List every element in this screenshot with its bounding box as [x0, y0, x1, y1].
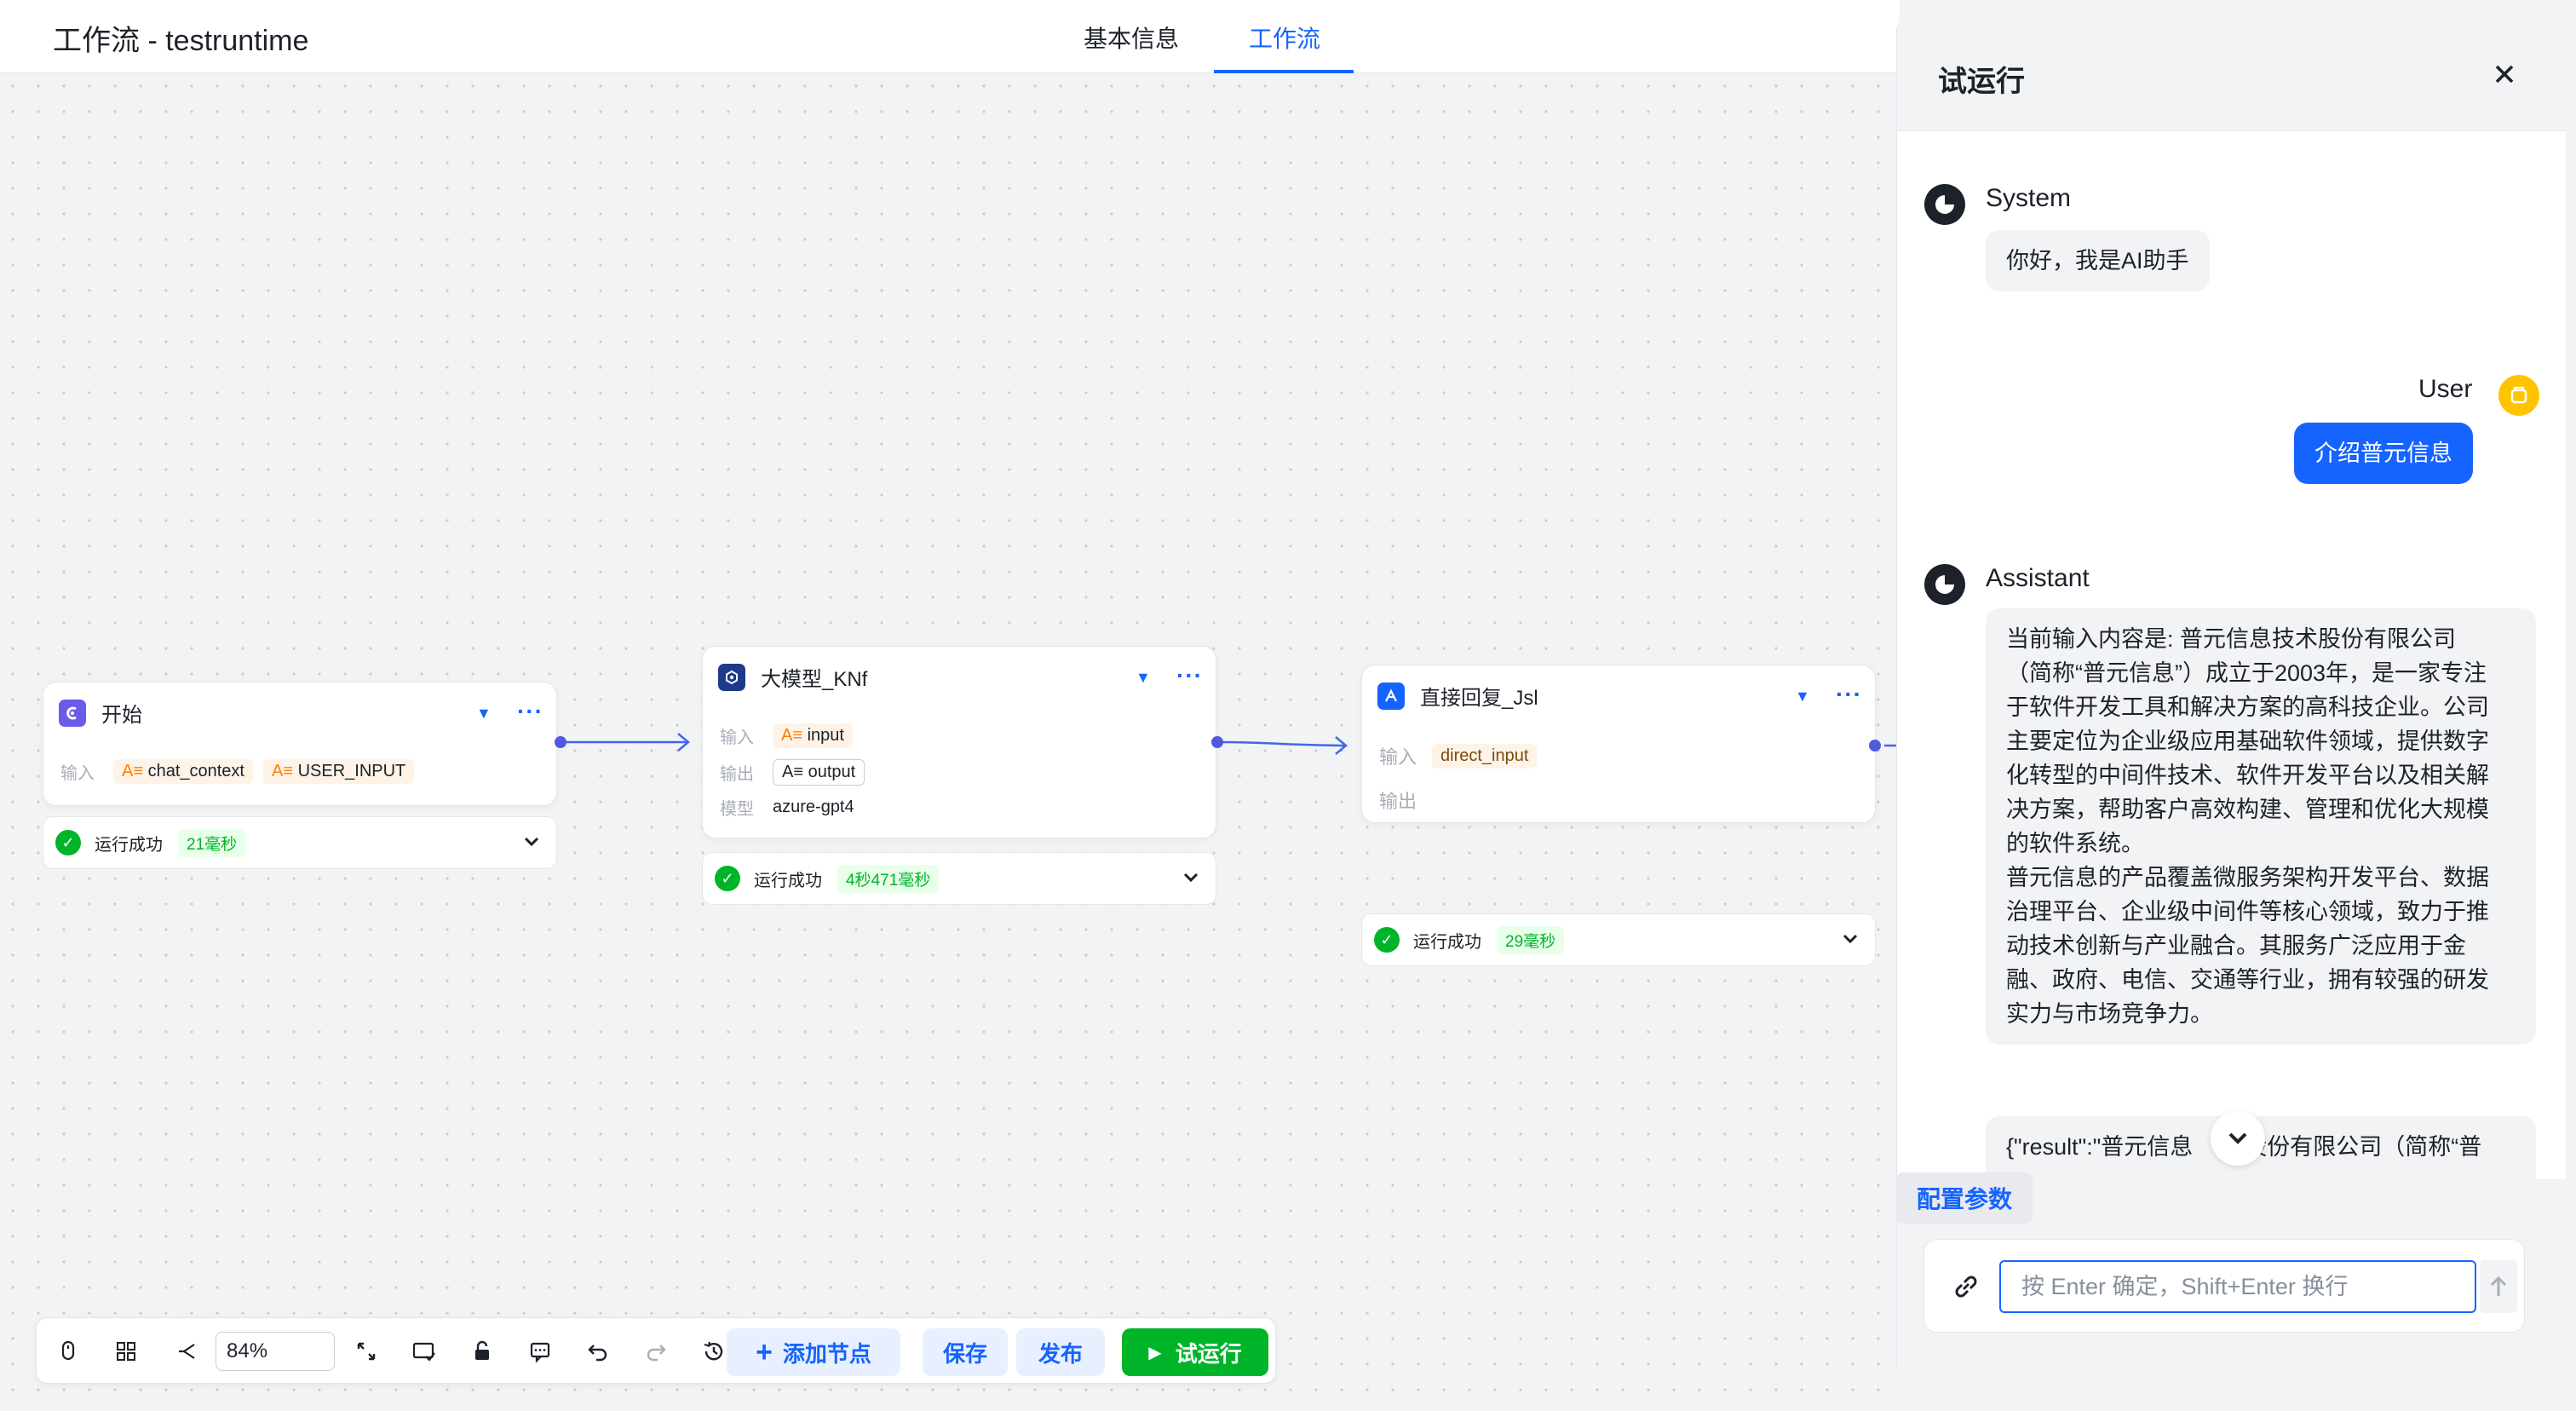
system-avatar	[1924, 184, 1965, 225]
chevron-down-icon[interactable]	[1837, 926, 1863, 956]
text-var-icon: A≡	[122, 762, 148, 780]
user-avatar	[2498, 375, 2539, 416]
node-llm[interactable]: 大模型_KNf ▼ ··· 输入 A≡ input 输出 A≡ output 模…	[702, 646, 1216, 838]
caret-down-icon[interactable]: ▼	[476, 705, 492, 722]
run-status[interactable]: ✓ 运行成功 21毫秒	[43, 816, 557, 869]
history-icon[interactable]	[698, 1335, 730, 1368]
link-icon[interactable]	[1948, 1269, 1984, 1309]
status-text: 运行成功	[95, 835, 163, 855]
run-status[interactable]: ✓ 运行成功 4秒471毫秒	[702, 852, 1216, 905]
auto-layout-icon[interactable]	[408, 1335, 440, 1368]
chevron-down-icon[interactable]	[519, 829, 544, 859]
play-icon: ▶	[1148, 1343, 1162, 1362]
sender-name: System	[1986, 184, 2072, 212]
text-var-icon: A≡	[272, 762, 298, 780]
mouse-icon[interactable]	[52, 1335, 84, 1368]
redo-icon[interactable]	[640, 1335, 672, 1368]
more-icon[interactable]: ···	[517, 698, 543, 724]
check-icon: ✓	[55, 830, 81, 855]
var-tag: A≡ output	[773, 759, 865, 786]
fit-view-icon[interactable]	[350, 1335, 382, 1368]
model-value: azure-gpt4	[773, 798, 854, 816]
plus-icon: +	[756, 1335, 773, 1368]
workflow-canvas[interactable]: 开始 ▼ ··· 输入 A≡ chat_context A≡ USER_INPU…	[0, 73, 1900, 1411]
active-tab-indicator	[1214, 70, 1354, 73]
lock-icon[interactable]	[466, 1335, 498, 1368]
chevron-down-icon	[2228, 1132, 2247, 1144]
comment-icon[interactable]	[524, 1335, 556, 1368]
output-label: 输出	[720, 765, 754, 784]
node-start[interactable]: 开始 ▼ ··· 输入 A≡ chat_context A≡ USER_INPU…	[43, 682, 557, 806]
minimap-icon[interactable]	[110, 1335, 142, 1368]
node-direct-reply[interactable]: 直接回复_Jsl ▼ ··· 输入 direct_input 输出	[1361, 665, 1876, 823]
output-port[interactable]	[555, 736, 566, 748]
status-text: 运行成功	[754, 871, 822, 890]
input-label: 输入	[1379, 746, 1417, 768]
llm-node-icon	[718, 663, 745, 691]
save-button[interactable]: 保存	[923, 1328, 1008, 1376]
check-icon: ✓	[715, 866, 740, 891]
input-label: 输入	[60, 764, 95, 783]
panel-header: 试运行	[1897, 17, 2566, 131]
test-run-panel: 试运行 System 你好，我是AI助手 User 介绍普元信息 Assista…	[1896, 17, 2566, 1367]
check-icon: ✓	[1374, 927, 1400, 953]
duration-badge: 4秒471毫秒	[837, 864, 940, 893]
arrow-up-icon	[2490, 1276, 2507, 1296]
input-label: 输入	[720, 729, 754, 747]
caret-down-icon[interactable]: ▼	[1136, 669, 1151, 686]
page-title: 工作流 - testruntime	[53, 25, 309, 57]
chat-input-area	[1923, 1239, 2525, 1333]
node-title: 直接回复_Jsl	[1420, 687, 1538, 710]
chevron-down-icon[interactable]	[1178, 865, 1204, 895]
node-title: 开始	[101, 704, 142, 727]
more-icon[interactable]: ···	[1836, 681, 1862, 707]
config-params-button[interactable]: 配置参数	[1896, 1172, 2033, 1224]
text-var-icon: A≡	[782, 763, 808, 781]
var-tag: A≡ chat_context	[113, 759, 253, 784]
var-tag: direct_input	[1432, 743, 1538, 769]
top-header: 工作流 - testruntime 基本信息 工作流	[0, 0, 1900, 73]
edge-llm-reply	[1221, 740, 1347, 747]
canvas-toolbar: 84% + 添加节点 保存 发布 ▶ 试运行	[36, 1317, 1276, 1384]
var-tag: A≡ input	[773, 723, 853, 748]
run-button[interactable]: ▶ 试运行	[1122, 1328, 1268, 1376]
sender-name: Assistant	[1986, 564, 2090, 592]
run-status[interactable]: ✓ 运行成功 29毫秒	[1361, 913, 1876, 966]
output-port[interactable]	[1211, 736, 1223, 748]
assistant-avatar	[1924, 564, 1965, 605]
zoom-level-input[interactable]: 84%	[216, 1332, 335, 1371]
start-node-icon	[59, 699, 86, 727]
close-icon[interactable]	[2490, 60, 2519, 96]
duration-badge: 21毫秒	[178, 828, 246, 857]
send-button[interactable]	[2480, 1260, 2517, 1313]
tab-basic-info[interactable]: 基本信息	[1084, 26, 1180, 52]
publish-button[interactable]: 发布	[1016, 1328, 1105, 1376]
edge-style-icon[interactable]	[170, 1335, 202, 1368]
text-var-icon: A≡	[781, 726, 808, 745]
var-tag: A≡ USER_INPUT	[263, 759, 415, 784]
sender-name: User	[2418, 375, 2473, 403]
reply-node-icon	[1377, 682, 1405, 710]
output-label: 输出	[1379, 791, 1417, 812]
duration-badge: 29毫秒	[1497, 925, 1565, 954]
add-node-button[interactable]: + 添加节点	[727, 1328, 900, 1376]
caret-down-icon[interactable]: ▼	[1795, 688, 1810, 705]
system-message: 你好，我是AI助手	[1986, 230, 2210, 291]
scroll-down-button[interactable]	[2211, 1111, 2265, 1166]
user-message: 介绍普元信息	[2294, 423, 2473, 484]
tab-workflow[interactable]: 工作流	[1249, 26, 1321, 52]
undo-icon[interactable]	[582, 1335, 614, 1368]
chat-input[interactable]	[1999, 1260, 2476, 1313]
chat-messages[interactable]: System 你好，我是AI助手 User 介绍普元信息 Assistant 当…	[1897, 131, 2566, 1179]
model-label: 模型	[720, 800, 754, 819]
panel-title: 试运行	[1938, 66, 2025, 98]
node-title: 大模型_KNf	[761, 668, 868, 691]
more-icon[interactable]: ···	[1176, 662, 1203, 688]
status-text: 运行成功	[1413, 932, 1481, 952]
assistant-message: 当前输入内容是: 普元信息技术股份有限公司 （简称“普元信息”）成立于2003年…	[1986, 608, 2536, 1045]
output-port[interactable]	[1869, 740, 1881, 752]
